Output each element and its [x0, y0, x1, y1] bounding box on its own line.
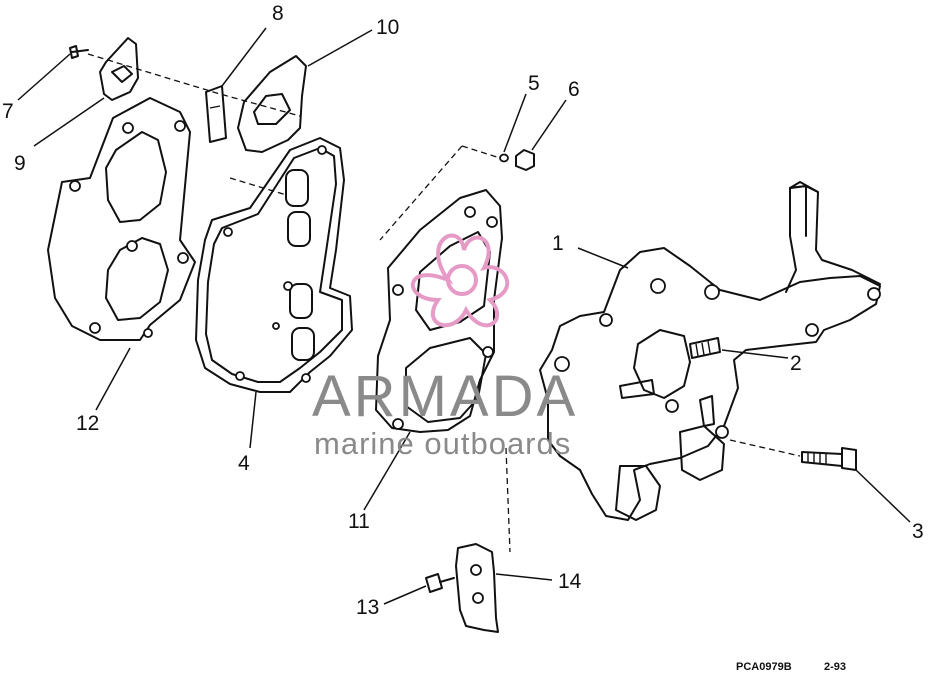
part-label-9: 9 — [14, 152, 26, 175]
part-label-1: 1 — [552, 232, 564, 255]
part-label-13: 13 — [356, 596, 379, 619]
screw-13 — [425, 573, 455, 593]
part-label-5: 5 — [528, 72, 540, 95]
bolt-3 — [801, 447, 857, 471]
watermark: ARMADA marine outboards — [312, 233, 578, 461]
part-label-12: 12 — [76, 412, 99, 435]
watermark-brand: ARMADA — [312, 364, 578, 429]
nut-6 — [515, 149, 535, 171]
housing-1 — [539, 181, 881, 521]
stud-2 — [689, 337, 721, 359]
part-label-3: 3 — [912, 520, 924, 543]
gasket-10 — [237, 55, 307, 153]
screw-7 — [69, 45, 89, 59]
part-label-8: 8 — [272, 2, 284, 25]
part-label-7: 7 — [2, 100, 14, 123]
part-label-11: 11 — [348, 510, 370, 533]
washer-5 — [499, 153, 509, 163]
intake-plate-4 — [195, 137, 353, 393]
part-numbers: 7 9 8 10 5 6 1 2 3 4 11 12 13 14 — [2, 2, 924, 619]
drawing-date: 2-93 — [824, 661, 846, 673]
drawing-reference: PCA0979B 2-93 — [736, 661, 846, 673]
gasket-outer-12 — [47, 97, 196, 341]
bracket-plate-14 — [455, 543, 499, 633]
watermark-tagline: marine outboards — [314, 426, 571, 461]
part-label-14: 14 — [558, 570, 582, 593]
leader-lines — [17, 27, 911, 605]
part-label-4: 4 — [238, 452, 250, 475]
bracket-8 — [205, 85, 227, 143]
drawing-code: PCA0979B — [736, 661, 792, 673]
part-label-2: 2 — [790, 352, 802, 375]
armada-logo — [411, 233, 510, 328]
part-label-6: 6 — [568, 78, 580, 101]
plate-9 — [99, 37, 139, 101]
part-label-10: 10 — [376, 16, 399, 39]
